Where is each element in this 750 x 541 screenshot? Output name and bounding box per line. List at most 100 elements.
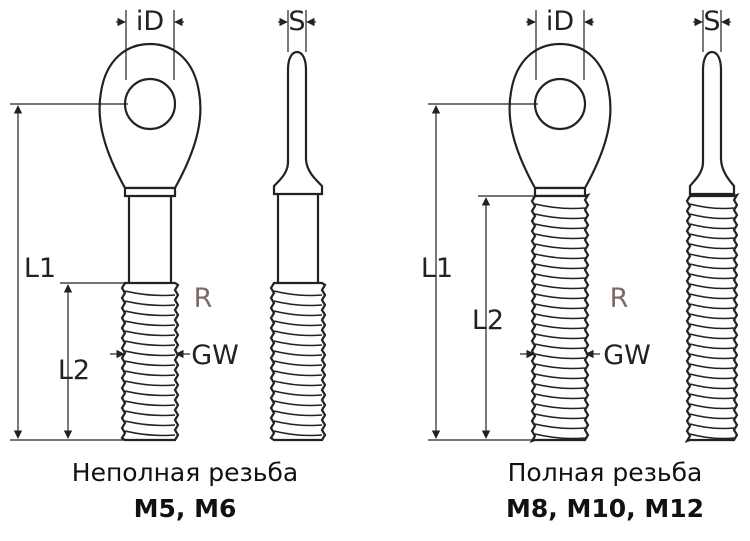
thread-crest: [689, 433, 735, 440]
thread-crest: [124, 320, 176, 327]
thread-crest: [534, 213, 586, 220]
thread-crest: [689, 203, 735, 210]
right-eye-bolt-side: [688, 50, 736, 196]
thread-crest: [689, 333, 735, 340]
thread-crest: [534, 273, 586, 280]
left-caption-sizes: M5, M6: [133, 494, 237, 523]
right-thread-front: [529, 193, 591, 443]
left-r-label: R: [194, 283, 213, 314]
right-r-label: R: [610, 283, 629, 314]
left-dimensions: [10, 10, 316, 441]
thread-crest: [534, 323, 586, 330]
thread-crest: [689, 353, 735, 360]
thread-crest: [124, 380, 176, 387]
thread-crest: [689, 303, 735, 310]
thread-crest: [124, 310, 176, 317]
thread-crest: [273, 420, 323, 427]
thread-crest: [534, 253, 586, 260]
right-caption-title: Полная резьба: [507, 458, 703, 487]
thread-crest: [689, 393, 735, 400]
left-l1-label: L1: [24, 253, 56, 284]
thread-crest: [273, 390, 323, 397]
thread-crest: [534, 203, 586, 210]
thread-crest: [273, 350, 323, 357]
right-l2-label: L2: [472, 305, 504, 336]
left-thread-front: [120, 281, 180, 442]
thread-crest: [124, 300, 176, 307]
thread-crest: [689, 413, 735, 420]
thread-crest: [689, 423, 735, 430]
thread-crest: [534, 233, 586, 240]
thread-crest: [689, 343, 735, 350]
left-caption-title: Неполная резьба: [71, 458, 299, 487]
thread-crest: [273, 380, 323, 387]
thread-crest: [124, 390, 176, 397]
thread-crest: [273, 400, 323, 407]
thread-crest: [273, 330, 323, 337]
thread-crest: [124, 420, 176, 427]
thread-crest: [689, 213, 735, 220]
thread-outline: [120, 281, 180, 442]
thread-crest: [273, 310, 323, 317]
right-s-label: S: [703, 6, 720, 37]
thread-crest: [689, 373, 735, 380]
thread-crest: [534, 423, 586, 430]
thread-outline: [269, 281, 327, 442]
thread-crest: [689, 293, 735, 300]
thread-crest: [534, 403, 586, 410]
thread-crest: [689, 253, 735, 260]
left-gw-label: GW: [191, 340, 239, 371]
thread-crest: [124, 400, 176, 407]
right-eye-bolt-front: [508, 42, 612, 198]
left-l2-label: L2: [58, 355, 90, 386]
thread-crest: [124, 360, 176, 367]
thread-crest: [273, 410, 323, 417]
thread-crest: [689, 223, 735, 230]
thread-crest: [534, 313, 586, 320]
thread-crest: [689, 403, 735, 410]
thread-crest: [534, 243, 586, 250]
thread-crest: [534, 373, 586, 380]
thread-crest: [273, 340, 323, 347]
thread-crest: [534, 263, 586, 270]
thread-crest: [534, 343, 586, 350]
thread-crest: [534, 363, 586, 370]
thread-crest: [534, 383, 586, 390]
thread-crest: [534, 283, 586, 290]
thread-crest: [124, 290, 176, 297]
thread-crest: [124, 330, 176, 337]
thread-crest: [124, 410, 176, 417]
thread-crest: [689, 363, 735, 370]
left-thread-side: [269, 281, 327, 442]
right-thread-side: [684, 193, 740, 443]
thread-crest: [124, 370, 176, 377]
thread-crest: [124, 430, 176, 437]
thread-crest: [689, 233, 735, 240]
thread-crest: [273, 430, 323, 437]
left-eye-bolt-side: [272, 50, 324, 283]
left-id-label: iD: [136, 6, 164, 37]
thread-crest: [273, 320, 323, 327]
thread-crest: [689, 273, 735, 280]
thread-crest: [534, 293, 586, 300]
right-caption: Полная резьба M8, M10, M12: [440, 456, 750, 528]
thread-crest: [534, 433, 586, 440]
right-id-label: iD: [546, 6, 574, 37]
thread-crest: [124, 350, 176, 357]
right-l1-label: L1: [421, 253, 453, 284]
thread-crest: [273, 360, 323, 367]
thread-crest: [689, 323, 735, 330]
right-gw-label: GW: [603, 340, 651, 371]
thread-crest: [689, 383, 735, 390]
thread-crest: [534, 393, 586, 400]
thread-crest: [689, 313, 735, 320]
left-s-label: S: [288, 6, 305, 37]
right-caption-sizes: M8, M10, M12: [505, 494, 704, 523]
left-eye-bolt-front: [98, 42, 202, 283]
thread-crest: [534, 223, 586, 230]
thread-crest: [273, 370, 323, 377]
thread-crest: [273, 290, 323, 297]
thread-crest: [534, 413, 586, 420]
thread-crest: [534, 303, 586, 310]
